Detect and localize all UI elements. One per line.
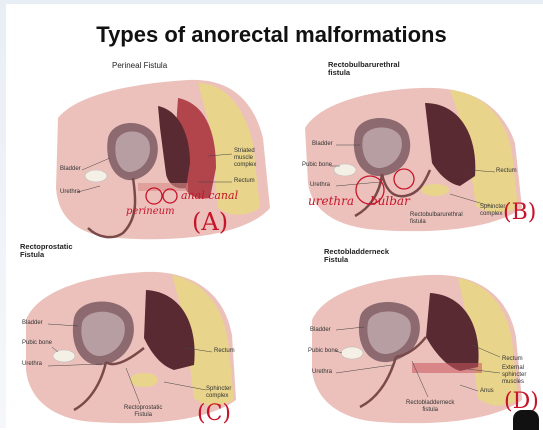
panel-d-fistula-label: Rectobladderneck fistula	[406, 400, 454, 414]
left-sidebar-strip	[0, 4, 6, 428]
panel-d-rectum-label: Rectum	[502, 356, 523, 363]
panel-b-sphincter-label: Sphincter complex	[480, 204, 505, 218]
panel-b-urethra-label: Urethra	[310, 182, 330, 189]
panel-perineal-fistula: Perineal Fistula Bladder Urethra Striate…	[38, 58, 278, 248]
panel-d-external-sphincter-label: External sphincter muscles	[502, 365, 526, 386]
panel-c-rectum-label: Rectum	[214, 348, 235, 355]
annotation-letter-a: (A)	[192, 208, 228, 236]
panel-a-bladder-label: Bladder	[60, 166, 81, 173]
panel-d-bladder-label: Bladder	[310, 327, 331, 334]
panel-c-pubic-bone-label: Pubic bone	[22, 340, 52, 347]
annotation-anal-canal: anal canal	[181, 189, 238, 202]
panel-c-bladder-label: Bladder	[22, 320, 43, 327]
panel-a-title: Perineal Fistula	[112, 62, 167, 70]
annotation-bulbar: bulbar	[370, 194, 410, 208]
top-bar	[0, 0, 543, 4]
panel-c-title: Rectoprostatic Fistula	[20, 243, 73, 259]
annotation-perineum: perineum	[126, 206, 175, 217]
panel-b-rectum-label: Rectum	[496, 168, 517, 175]
annotation-letter-b: (B)	[503, 200, 536, 225]
panel-d-title: Rectobladderneck Fistula	[324, 248, 389, 264]
panel-d-pubic-bone-label: Pubic bone	[308, 348, 338, 355]
panel-a-urethra-label: Urethra	[60, 189, 80, 196]
slide-title: Types of anorectal malformations	[0, 22, 543, 48]
panel-c-sphincter-label: Sphincter complex	[206, 386, 231, 400]
panel-d-anus-label: Anus	[480, 388, 494, 395]
panel-a-striated-label: Striated muscle complex	[234, 148, 256, 169]
corner-toggle-button[interactable]	[513, 410, 539, 430]
annotation-letter-c: (C)	[197, 401, 231, 426]
panel-d-urethra-label: Urethra	[312, 369, 332, 376]
panel-b-fistula-label: Rectobulbarurethral fistula	[410, 212, 463, 226]
panel-b-title: Rectobulbarurethral fistula	[328, 61, 400, 77]
annotation-urethra: urethra	[308, 194, 354, 208]
panel-b-bladder-label: Bladder	[312, 141, 333, 148]
panel-rectobladderneck-fistula: Rectobladderneck Fistula Bladder Pubic b…	[300, 245, 543, 428]
panel-c-urethra-label: Urethra	[22, 361, 42, 368]
panel-rectobulbarurethral-fistula: Rectobulbarurethral fistula Bladder Pubi…	[300, 58, 543, 240]
panel-a-rectum-label: Rectum	[234, 178, 255, 185]
panel-rectoprostatic-fistula: Rectoprostatic Fistula Bladder Pubic bon…	[14, 240, 254, 428]
panel-b-pubic-bone-label: Pubic bone	[302, 162, 332, 169]
panel-c-fistula-label: Rectoprostatic Fistula	[124, 405, 162, 419]
